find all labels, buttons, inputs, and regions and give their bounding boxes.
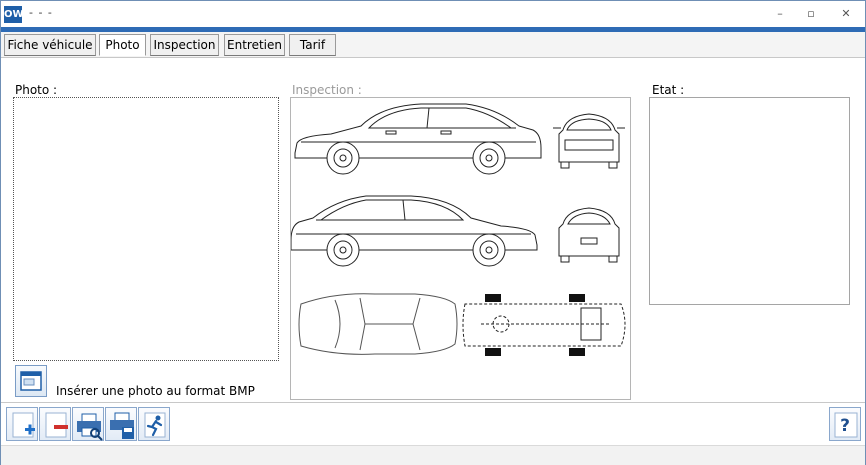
bottom-toolbar: ? [1, 405, 865, 443]
exit-button[interactable] [138, 407, 170, 441]
window-title: - - - [29, 6, 53, 19]
bottom-divider [1, 402, 865, 403]
tab-inspection[interactable]: Inspection [150, 34, 219, 56]
maximize-button[interactable]: ▫ [807, 7, 815, 20]
title-accent-bar [1, 27, 865, 32]
remove-button[interactable] [39, 407, 71, 441]
help-icon [834, 412, 858, 438]
etat-box[interactable] [649, 97, 850, 305]
app-logo-icon: OW [4, 6, 24, 23]
car-diagram-graphic [290, 103, 626, 356]
car-front-view [553, 113, 625, 169]
remove-icon [45, 412, 68, 438]
exit-runner-icon [144, 412, 166, 438]
help-button[interactable]: ? [829, 407, 861, 441]
status-strip [1, 445, 865, 465]
insert-photo-label: Insérer une photo au format BMP [56, 384, 255, 398]
inspection-label: Inspection : [292, 83, 362, 97]
help-label: ? [840, 416, 850, 436]
inspection-diagram[interactable] [290, 97, 631, 400]
minimize-button[interactable]: – [777, 7, 783, 20]
car-side-left [290, 195, 538, 267]
car-side-right [294, 103, 542, 175]
tab-photo[interactable]: Photo [99, 34, 146, 56]
print-preview-button[interactable] [72, 407, 104, 441]
insert-photo-button[interactable] [15, 365, 47, 397]
car-top-view [298, 293, 458, 355]
tab-fiche-vehicule[interactable]: Fiche véhicule [4, 34, 96, 56]
tab-tarif[interactable]: Tarif [289, 34, 336, 56]
tab-entretien[interactable]: Entretien [224, 34, 285, 56]
car-chassis-view [462, 303, 626, 347]
close-button[interactable]: ✕ [841, 7, 851, 20]
title-bar: OW - - - – ▫ ✕ [1, 1, 865, 27]
window-image-icon [20, 371, 42, 391]
add-button[interactable] [6, 407, 38, 441]
car-rear-view [558, 207, 620, 263]
add-icon [12, 412, 35, 438]
photo-box[interactable] [13, 97, 279, 361]
etat-label: Etat : [652, 83, 685, 97]
print-save-icon [110, 412, 134, 439]
print-save-button[interactable] [105, 407, 137, 441]
print-preview-icon [77, 413, 103, 441]
tab-bar: Fiche véhicule Photo Inspection Entretie… [1, 32, 865, 58]
photo-label: Photo : [15, 83, 58, 97]
